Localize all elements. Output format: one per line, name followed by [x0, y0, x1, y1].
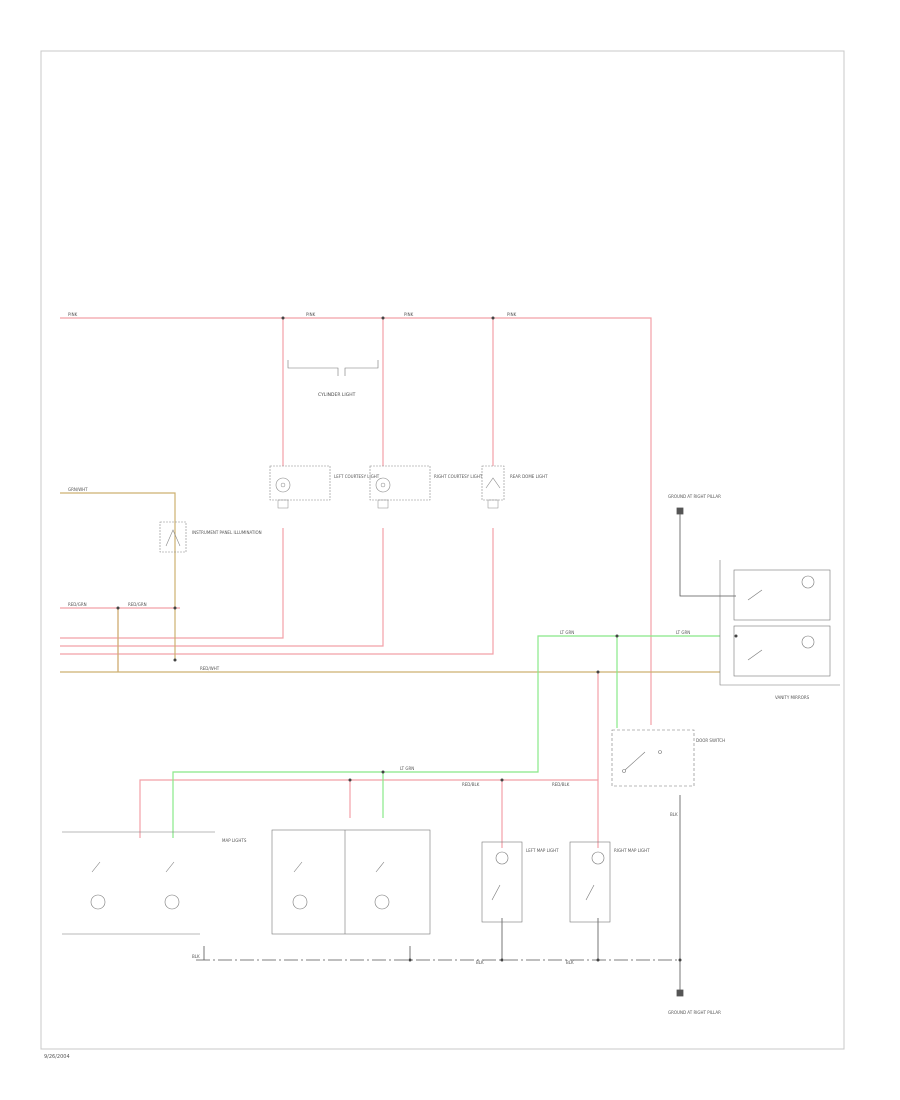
diagram-border [40, 50, 845, 1050]
door-switch [611, 729, 695, 787]
ground-wires [196, 512, 736, 990]
right-courtesy-light [369, 465, 431, 509]
rear-dome-label: REAR DOME LIGHT [510, 474, 548, 479]
illumination-dimmer [159, 521, 187, 553]
wire-label: BLK [566, 960, 574, 965]
vanity-mirrors [719, 560, 840, 686]
footer-text: 9/26/2004 [44, 1054, 70, 1060]
wire-label: BLK [670, 812, 678, 817]
left-map-light [481, 841, 523, 923]
wire-label: RED/GRN [68, 602, 87, 607]
left-map-label: LEFT MAP LIGHT [526, 848, 559, 853]
right-map-label: RIGHT MAP LIGHT [614, 848, 650, 853]
tan-wires [60, 492, 720, 673]
pink-bus [60, 317, 652, 848]
door-switch-label: DOOR SWITCH [696, 738, 725, 743]
wire-label: PINK [507, 312, 517, 317]
right-map-light [569, 841, 611, 923]
ground-bottom-label: GROUND AT RIGHT PILLAR [668, 1010, 721, 1015]
junctions [116, 316, 738, 962]
wire-label: LT GRN [560, 630, 574, 635]
wire-label: RED/BLK [552, 782, 570, 787]
map-lights-label: MAP LIGHTS [222, 838, 247, 843]
wire-labels: PINK PINK PINK PINK GRN/WHT RED/GRN RED/… [68, 312, 690, 965]
wire-label: PINK [404, 312, 414, 317]
rear-dome-light [481, 465, 505, 509]
wire-label: GRN/WHT [68, 487, 88, 492]
map-lights-left [62, 831, 215, 935]
left-courtesy-label: LEFT COURTESY LIGHT [334, 474, 380, 479]
left-courtesy-light [269, 465, 331, 509]
wire-label: BLK [476, 960, 484, 965]
wire-label: RED/WHT [200, 666, 220, 671]
wire-label: BLK [192, 954, 200, 959]
ground-top-label: GROUND AT RIGHT PILLAR [668, 494, 721, 499]
wire-label: LT GRN [676, 630, 690, 635]
wire-label: PINK [68, 312, 78, 317]
cylinder-light-bracket [287, 360, 379, 376]
ground-top-symbol [676, 507, 684, 515]
vanity-mirrors-label: VANITY MIRRORS [775, 695, 810, 700]
wire-label: RED/GRN [128, 602, 147, 607]
cylinder-light-label: CYLINDER LIGHT [318, 392, 356, 398]
map-lights-right [271, 829, 431, 935]
wire-label: LT GRN [400, 766, 414, 771]
wire-label: PINK [306, 312, 316, 317]
dimmer-label: INSTRUMENT PANEL ILLUMINATION [192, 530, 262, 535]
wire-label: RED/BLK [462, 782, 480, 787]
ground-bottom-symbol [676, 989, 684, 997]
right-courtesy-label: RIGHT COURTESY LIGHT [434, 474, 483, 479]
green-wires [172, 635, 720, 838]
